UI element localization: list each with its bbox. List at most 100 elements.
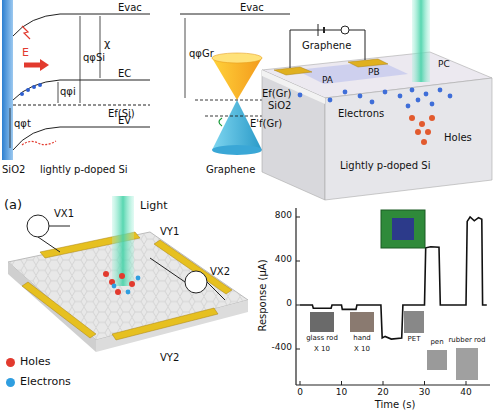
point-label: PC (438, 60, 450, 70)
line-shape (296, 349, 300, 350)
device-3d (262, 0, 492, 200)
sio2-layer (2, 0, 13, 160)
path-shape (219, 118, 222, 126)
legend-swatch (6, 358, 15, 367)
voltage-label: VY2 (160, 352, 179, 363)
inset-label: pen (430, 339, 443, 347)
line-shape (318, 24, 319, 36)
rect-shape (112, 196, 134, 286)
line-shape (290, 30, 291, 68)
field-arrow (24, 63, 40, 68)
line-shape (58, 82, 59, 103)
path-shape (22, 26, 30, 39)
energy-level: E'f(Gr) (250, 118, 282, 129)
layer-label: lightly p-doped Si (40, 164, 128, 175)
line-shape (323, 27, 325, 33)
circle-shape (343, 90, 348, 95)
circle-shape (341, 26, 349, 34)
circle-shape (328, 98, 333, 103)
scale-note: X 10 (314, 346, 330, 354)
legend-text: Electrons (20, 376, 71, 388)
glass-rod-photo (310, 312, 334, 332)
line-shape (150, 258, 185, 282)
circle-shape (370, 100, 375, 105)
circle-shape (383, 90, 388, 95)
legend-text: Holes (20, 356, 51, 368)
energy-label: qφSi (83, 52, 105, 63)
line-shape (13, 105, 150, 106)
path-shape (13, 14, 150, 36)
circle-shape (38, 83, 42, 87)
tick-label: -400 (272, 343, 292, 353)
tick-label: 800 (275, 211, 292, 221)
path-shape (262, 70, 325, 200)
circle-shape (185, 271, 207, 293)
circle-shape (358, 94, 363, 99)
line-shape (38, 237, 60, 252)
layer-label: SiO2 (268, 100, 291, 111)
line-shape (207, 282, 225, 300)
path-shape (13, 127, 150, 150)
inset-label: hand (353, 335, 371, 343)
circle-shape (448, 94, 453, 99)
energy-label: qφGr (189, 48, 214, 59)
line-shape (290, 30, 365, 31)
circle-shape (429, 115, 435, 121)
energy-level: EV (118, 115, 131, 126)
layer-label: SiO2 (2, 164, 25, 175)
path-shape (348, 59, 388, 67)
path-shape (22, 282, 96, 338)
line-shape (466, 381, 467, 385)
ellipse-shape (212, 53, 262, 63)
field-label: E (22, 47, 29, 59)
path-shape (325, 78, 492, 200)
path-shape (22, 141, 56, 145)
circle-shape (112, 284, 117, 289)
circle-shape (398, 94, 403, 99)
layer-label: Graphene (206, 164, 255, 175)
axis-title: Time (s) (375, 399, 416, 410)
energy-level: Ef(Gr) (262, 88, 292, 99)
circle-shape (136, 276, 141, 281)
line-shape (205, 116, 270, 117)
tick-label: 0 (297, 388, 303, 398)
line-shape (185, 18, 186, 98)
circle-shape (415, 129, 421, 135)
voltage-label: VX2 (210, 266, 230, 277)
inset-label: PET (408, 336, 421, 344)
circle-shape (421, 139, 427, 145)
g-shape (112, 276, 141, 295)
energy-level: Evac (118, 2, 142, 13)
circle-shape (298, 93, 303, 98)
path-shape (154, 240, 232, 294)
circle-shape (115, 289, 121, 295)
inset-label: rubber rod (448, 337, 485, 345)
hand-photo (350, 312, 374, 332)
carrier-label: Holes (444, 132, 472, 143)
carrier-label: Electrons (338, 108, 384, 119)
line-shape (296, 384, 490, 385)
path-shape (274, 67, 312, 75)
response-trace (300, 217, 487, 339)
energy-label: χ (104, 38, 110, 50)
energy-level: EC (118, 68, 131, 79)
circle-shape (129, 281, 135, 287)
line-shape (296, 305, 300, 306)
energy-label: qφt (14, 118, 31, 129)
circle-shape (410, 88, 415, 93)
line-shape (365, 30, 366, 60)
tick-label: 40 (460, 388, 471, 398)
circle-shape (26, 88, 30, 92)
circle-shape (419, 121, 425, 127)
inset-label: glass rod (306, 335, 338, 343)
line-shape (424, 381, 425, 385)
tick-label: 400 (275, 255, 292, 265)
circle-shape (416, 98, 421, 103)
path-shape (40, 59, 49, 71)
g-shape (409, 115, 435, 145)
line-shape (80, 16, 81, 103)
pet-photo (404, 311, 424, 333)
circle-shape (424, 92, 429, 97)
tick-label: 0 (286, 299, 292, 309)
panel-letter: (a) (4, 198, 22, 212)
